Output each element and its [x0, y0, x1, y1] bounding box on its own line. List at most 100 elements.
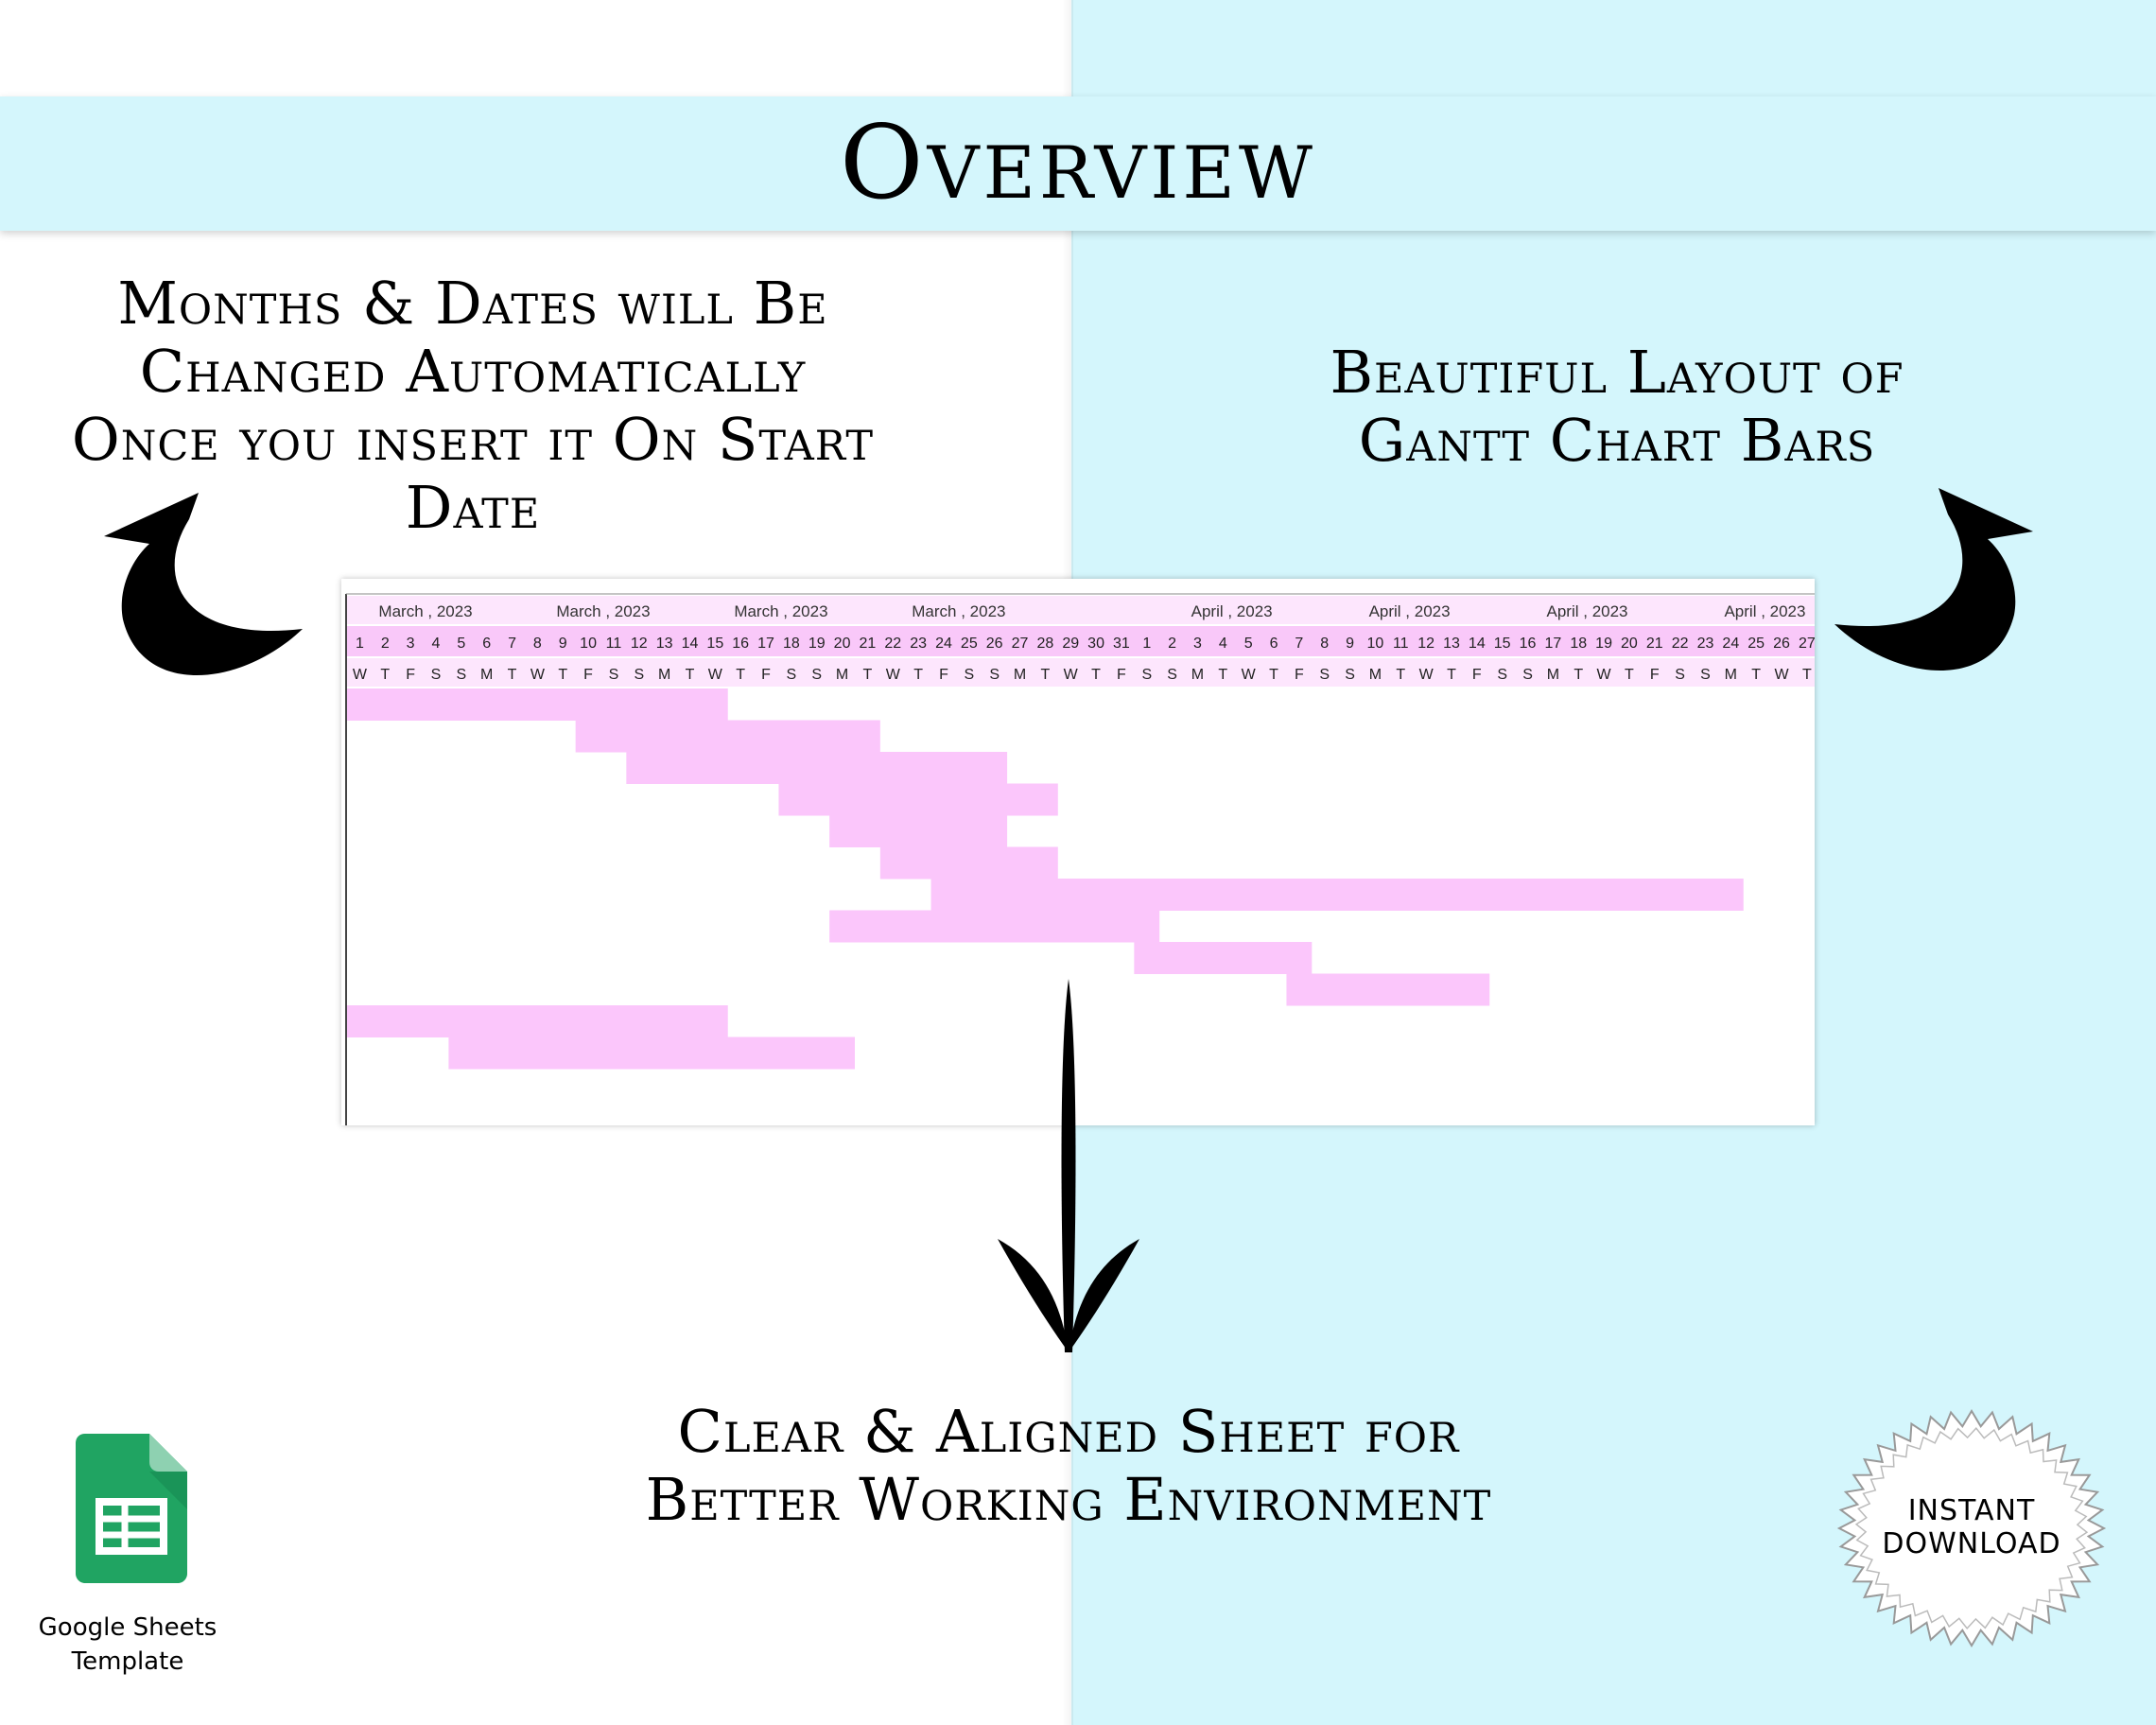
curved-arrow-left-icon — [104, 493, 303, 675]
date-label: 27 — [1799, 636, 1815, 652]
weekday-label: F — [406, 667, 415, 683]
weekday-label: S — [811, 667, 822, 683]
gantt-bar — [1286, 973, 1490, 1006]
date-label: 1 — [1142, 636, 1151, 652]
date-label: 17 — [1544, 636, 1561, 652]
weekday-label: M — [1369, 667, 1382, 683]
gantt-bar — [347, 1005, 728, 1037]
gantt-bar — [575, 720, 880, 753]
date-label: 25 — [961, 636, 978, 652]
date-label: 24 — [935, 636, 952, 652]
caption-line: Date — [405, 473, 541, 542]
date-label: 2 — [381, 636, 390, 652]
date-label: 7 — [508, 636, 516, 652]
date-label: 14 — [1469, 636, 1486, 652]
weekday-label: M — [1725, 667, 1737, 683]
date-label: 26 — [1773, 636, 1790, 652]
weekday-label: F — [1117, 667, 1126, 683]
date-label: 16 — [732, 636, 749, 652]
weekday-label: S — [1700, 667, 1711, 683]
weekday-label: W — [530, 667, 546, 683]
date-label: 14 — [682, 636, 699, 652]
caption-gantt-layout: Beautiful Layout of Gantt Chart Bars — [1267, 339, 1967, 475]
caption-months-dates: Months & Dates will Be Changed Automatic… — [9, 270, 936, 542]
date-label: 23 — [1697, 636, 1714, 652]
date-label: 22 — [1672, 636, 1689, 652]
badge-inner-ring — [1854, 1426, 2089, 1630]
weekday-label: W — [1419, 667, 1434, 683]
weekday-label: W — [708, 667, 723, 683]
date-label: 12 — [1417, 636, 1434, 652]
badge-line: INSTANT — [1907, 1494, 2036, 1527]
google-sheets-label: Google Sheets Template — [28, 1611, 227, 1679]
weekday-label: S — [609, 667, 619, 683]
weekday-label: F — [583, 667, 593, 683]
date-label: 27 — [1012, 636, 1029, 652]
weekday-label: S — [1319, 667, 1330, 683]
date-label: 19 — [1595, 636, 1612, 652]
weekday-label: T — [380, 667, 390, 683]
date-header-row — [347, 626, 1815, 656]
month-label: April , 2023 — [1547, 602, 1628, 620]
month-label: March , 2023 — [556, 602, 650, 620]
label-line: Google Sheets — [38, 1613, 217, 1642]
weekday-label: W — [353, 667, 368, 683]
date-label: 3 — [407, 636, 415, 652]
gantt-bar — [829, 815, 1008, 847]
gantt-bar — [879, 846, 1058, 880]
down-arrow-icon — [998, 979, 1139, 1352]
weekday-label: M — [1014, 667, 1026, 683]
caption-aligned-sheet: Clear & Aligned Sheet for Better Working… — [530, 1398, 1608, 1534]
date-label: 5 — [1244, 636, 1253, 652]
badge-line: DOWNLOAD — [1882, 1527, 2061, 1560]
weekday-label: W — [886, 667, 901, 683]
weekday-label: T — [1447, 667, 1456, 683]
weekday-label: S — [1497, 667, 1507, 683]
weekday-label: S — [989, 667, 1000, 683]
weekday-label: T — [508, 667, 517, 683]
page-title: Overview — [840, 104, 1316, 222]
date-label: 29 — [1062, 636, 1079, 652]
weekday-label: S — [1675, 667, 1685, 683]
label-line: Template — [71, 1647, 184, 1676]
date-label: 4 — [1219, 636, 1227, 652]
gantt-bar — [778, 783, 1058, 816]
date-label: 22 — [884, 636, 901, 652]
date-label: 18 — [1570, 636, 1587, 652]
date-label: 8 — [1320, 636, 1329, 652]
weekday-label: T — [686, 667, 695, 683]
gantt-bar — [829, 910, 1160, 943]
month-label: March , 2023 — [378, 602, 472, 620]
weekday-label: T — [913, 667, 923, 683]
instant-download-badge: INSTANT DOWNLOAD — [1834, 1494, 2109, 1560]
date-label: 15 — [1494, 636, 1511, 652]
weekday-label: T — [1625, 667, 1634, 683]
month-label: March , 2023 — [912, 602, 1005, 620]
weekday-label: T — [1751, 667, 1761, 683]
weekday-label: S — [1345, 667, 1355, 683]
weekday-label: S — [634, 667, 644, 683]
date-label: 21 — [860, 636, 877, 652]
date-label: 3 — [1193, 636, 1202, 652]
google-sheets-icon — [76, 1434, 187, 1583]
weekday-label: M — [836, 667, 848, 683]
caption-line: Months & Dates will Be — [117, 269, 828, 338]
weekday-label: S — [787, 667, 797, 683]
date-label: 1 — [356, 636, 364, 652]
month-label: April , 2023 — [1191, 602, 1273, 620]
weekday-label: F — [1472, 667, 1482, 683]
date-label: 5 — [457, 636, 465, 652]
date-label: 24 — [1722, 636, 1739, 652]
title-banner: Overview — [0, 96, 2156, 231]
weekday-label: S — [1167, 667, 1177, 683]
weekday-label: T — [863, 667, 873, 683]
weekday-label: T — [1218, 667, 1227, 683]
weekday-label: S — [456, 667, 466, 683]
weekday-label: F — [939, 667, 948, 683]
weekday-label: W — [1597, 667, 1612, 683]
date-label: 2 — [1168, 636, 1176, 652]
date-label: 25 — [1747, 636, 1765, 652]
date-label: 13 — [656, 636, 673, 652]
date-label: 31 — [1113, 636, 1130, 652]
